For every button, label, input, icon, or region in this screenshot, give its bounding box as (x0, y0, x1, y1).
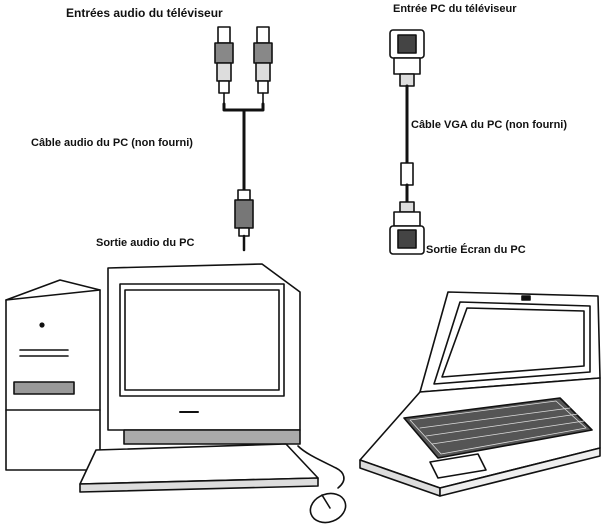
desktop-tower (5, 279, 101, 471)
label-tv-pc-input: Entrée PC du téléviseur (393, 3, 517, 15)
label-tv-audio-inputs: Entrées audio du téléviseur (66, 6, 223, 20)
label-pc-audio-cable: Câble audio du PC (non fourni) (31, 137, 193, 149)
rca-plug-left (214, 26, 234, 105)
mouse (297, 445, 347, 524)
keyboard (79, 443, 319, 493)
laptop (359, 291, 601, 497)
audio-rca-cable (214, 26, 273, 252)
desktop-monitor (107, 263, 301, 445)
vga-plug-pc (389, 201, 425, 255)
label-pc-audio-output: Sortie audio du PC (96, 237, 195, 249)
vga-cable (389, 29, 425, 255)
jack-plug-pc (234, 189, 254, 252)
label-pc-screen-output: Sortie Écran du PC (426, 244, 526, 256)
ferrite-core (400, 162, 414, 186)
label-pc-vga-cable: Câble VGA du PC (non fourni) (411, 119, 568, 131)
rca-plug-right (253, 26, 273, 105)
vga-plug-tv (389, 29, 425, 87)
